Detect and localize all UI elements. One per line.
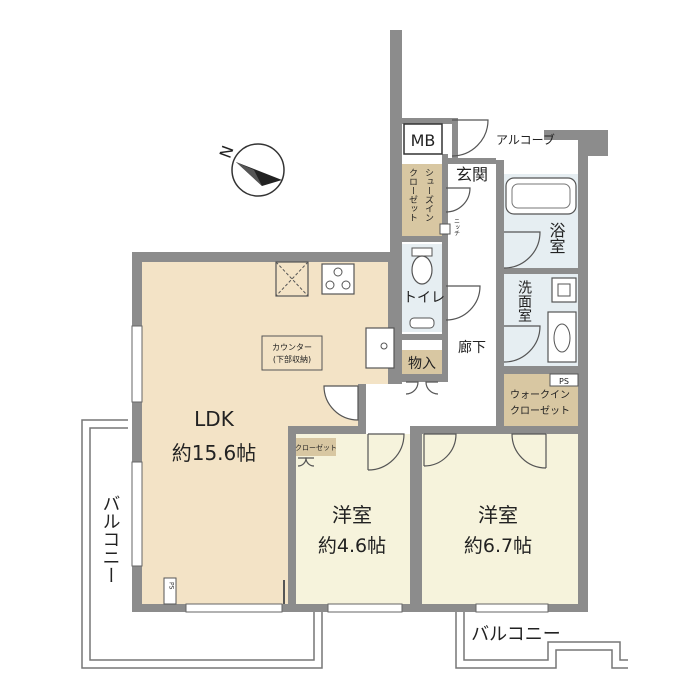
- western-room-2-name: 洋室: [478, 503, 518, 527]
- washing-machine-pan: [551, 277, 577, 303]
- balcony-bottom-outline: [455, 610, 628, 669]
- mb-box: [403, 123, 443, 155]
- doors: [283, 119, 547, 604]
- balcony-left-outline: [81, 419, 323, 669]
- bathtub: [505, 177, 577, 215]
- shoes-closet-label-1: シューズイン: [423, 168, 434, 222]
- compass: N: [216, 143, 285, 197]
- closet-label: クローゼット: [295, 443, 337, 452]
- walkin-closet-label-1: ウォークイン: [510, 389, 570, 401]
- toilet-label: トイレ: [403, 290, 445, 306]
- mb-label: MB: [411, 131, 436, 150]
- washbasin: [547, 311, 577, 363]
- kitchen-box: [275, 261, 309, 297]
- walkin-closet-label-2: クローゼット: [510, 405, 570, 417]
- bath-label: 浴室: [547, 222, 566, 254]
- shoes-closet-label-2: クローゼット: [407, 168, 418, 222]
- hallway-floor-lower: [362, 384, 498, 432]
- niche-label: ニッチ: [453, 218, 460, 236]
- balcony-left-label: バルコニー: [100, 494, 121, 584]
- ps-box-ldk: [163, 577, 177, 605]
- compass-label: N: [216, 143, 238, 161]
- western-room-2-size: 約6.7帖: [464, 535, 532, 557]
- entrance-label: 玄関: [456, 165, 488, 184]
- balcony-bottom-label: バルコニー: [471, 624, 561, 645]
- hallway-label: 廊下: [458, 339, 486, 356]
- ps-label-ldk: PS: [168, 582, 175, 590]
- toilet-bowl: [409, 247, 435, 329]
- stove-icon: [321, 263, 355, 295]
- counter-label-2: (下部収納): [273, 354, 311, 364]
- storage-floor: [402, 350, 442, 374]
- western-room-1-size: 約4.6帖: [318, 535, 386, 557]
- ldk-size: 約15.6帖: [172, 441, 257, 465]
- alcove-label: アルコーブ: [496, 132, 555, 147]
- shoes-closet-floor: [402, 164, 442, 236]
- ldk-name: LDK: [194, 407, 235, 431]
- storage-label: 物入: [408, 356, 436, 372]
- western-room-2-floor: [422, 434, 578, 604]
- kitchen-sink-icon: [365, 327, 395, 369]
- counter: [261, 335, 323, 371]
- ps-box: [549, 373, 579, 387]
- closet-floor: [296, 438, 336, 456]
- windows: [131, 325, 549, 613]
- ps-label: PS: [559, 377, 569, 386]
- niche-box: [439, 223, 451, 235]
- western-room-1-name: 洋室: [332, 503, 372, 527]
- washroom-label: 洗面室: [516, 280, 532, 322]
- ldk-floor: [142, 262, 396, 604]
- counter-label-1: カウンター: [272, 343, 312, 352]
